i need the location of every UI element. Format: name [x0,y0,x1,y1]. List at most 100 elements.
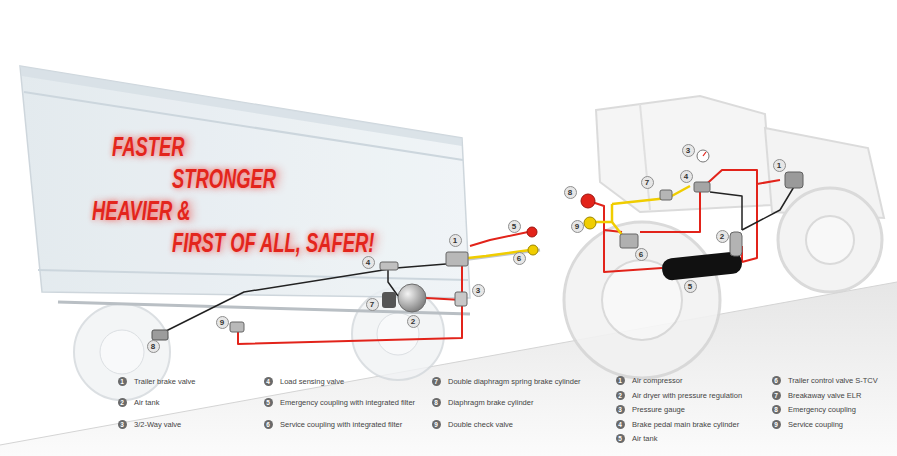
legend-text: Emergency coupling [788,405,856,414]
legend-text: Service coupling with integrated filter [280,420,402,429]
legend-number: 1 [118,377,127,386]
legend-number: 7 [772,391,781,400]
legend-number: 4 [264,377,273,386]
illustration-part [0,282,897,456]
illustration-part [592,202,662,272]
illustration-part [238,266,462,344]
slogan-text: FASTER [112,134,184,161]
illustration-part [584,217,596,229]
legend-number: 3 [118,420,127,429]
illustration-part [806,216,854,264]
illustration-part [352,288,444,380]
legend-number: 1 [616,376,625,385]
illustration-part [661,251,743,281]
illustration-part [160,264,446,334]
illustration-part [581,194,595,208]
illustration-part [785,172,803,188]
illustration-part [446,252,468,266]
illustration-part [100,330,144,374]
callout-number: 6 [513,252,526,265]
legend-number: 2 [118,398,127,407]
callout-number: 3 [682,144,695,157]
illustration-part [20,66,462,146]
illustration-part [742,185,795,230]
callout-number: 7 [641,176,654,189]
legend-text: Air compressor [632,376,682,385]
legend-text: Load sensing valve [280,377,344,386]
illustration-part [697,150,709,162]
callout-number: 1 [449,234,462,247]
legend-text: Air tank [134,398,159,407]
illustration-part [455,292,467,306]
illustration-part [377,313,419,355]
illustration-part [710,192,742,230]
callout-number: 8 [147,340,160,353]
illustration-part [730,232,742,256]
illustration-part [660,190,672,200]
illustration-part [152,330,168,340]
legend-text: Emergency coupling with integrated filte… [280,398,415,407]
illustration-part [528,245,538,255]
callout-number: 4 [362,256,375,269]
callout-number: 2 [407,315,420,328]
slogan-text: FIRST OF ALL, SAFER! [172,230,374,257]
illustration-part [778,188,882,292]
legend-text: Pressure gauge [632,405,685,414]
illustration-part [564,96,884,378]
illustration-part [620,234,638,248]
illustration-part [596,96,772,212]
illustration-part [703,152,706,156]
illustration-part [611,204,614,222]
illustration-part [640,190,700,232]
illustration-part [74,304,170,400]
legend-text: Air dryer with pressure regulation [632,391,742,400]
callout-number: 3 [472,284,485,297]
illustration-part [20,66,470,298]
legend-number: 5 [616,434,625,443]
illustration-part [24,92,463,160]
legend-number: 4 [616,420,625,429]
legend-number: 8 [772,405,781,414]
illustration-part [38,270,468,280]
legend-text: Double diaphragm spring brake cylinder [448,377,581,386]
callout-number: 7 [366,298,379,311]
legend-text: Brake pedal main brake cylinder [632,420,739,429]
illustration-part [742,180,780,262]
legend-number: 6 [264,420,273,429]
illustration-part [612,186,690,204]
callout-number: 1 [773,159,786,172]
legend-text: Diaphragm brake cylinder [448,398,533,407]
legend-number: 9 [772,420,781,429]
illustration-part [0,282,897,445]
illustration-part [398,284,426,312]
legend-number: 8 [432,398,441,407]
legend-number: 6 [772,376,781,385]
illustration-part [694,182,710,192]
slogan-text: HEAVIER & [92,198,191,225]
callout-number: 4 [680,170,693,183]
legend-text: Double check valve [448,420,513,429]
callout-number: 2 [716,230,729,243]
illustration-part [527,227,537,237]
legend-text: Air tank [632,434,657,443]
callout-number: 5 [684,280,697,293]
illustration-part [640,104,650,210]
legend-text: Trailer brake valve [134,377,195,386]
legend-text: Trailer control valve S-TCV [788,376,878,385]
callout-number: 6 [635,248,648,261]
callout-number: 9 [571,220,584,233]
legend-text: Service coupling [788,420,843,429]
legend-number: 7 [432,377,441,386]
legend-number: 5 [264,398,273,407]
legend-text: 3/2-Way valve [134,420,181,429]
legend-number: 9 [432,420,441,429]
callout-number: 8 [564,186,577,199]
illustration-part [564,222,720,378]
callout-number: 5 [508,220,521,233]
callout-number: 9 [216,316,229,329]
slogan-text: STRONGER [172,166,276,193]
illustration-part [380,262,398,270]
illustration-part [470,232,528,246]
